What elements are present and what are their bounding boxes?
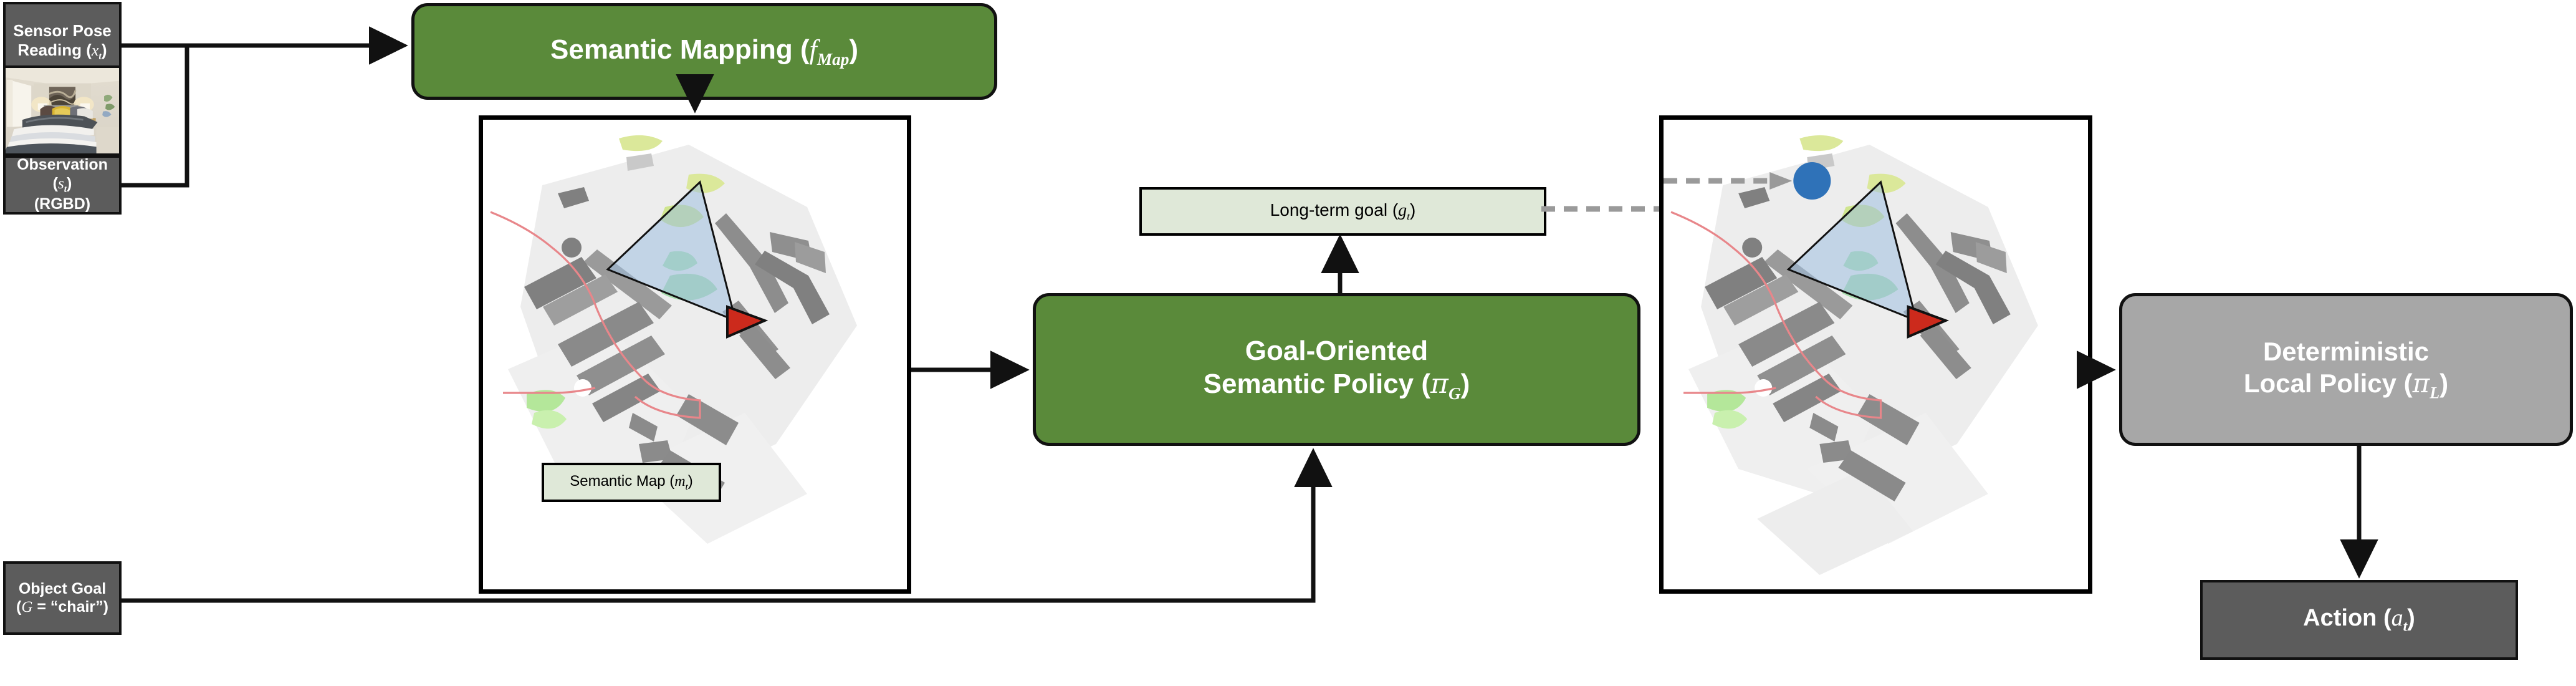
long-term-goal-marker (1664, 162, 1831, 200)
observation-symbol: s (57, 175, 64, 192)
semantic-mapping-symbol-sub: Map (816, 49, 850, 69)
goal-policy-line2-prefix: Semantic Policy ( (1203, 369, 1431, 400)
semantic-map-caption-prefix: Semantic Map ( (570, 472, 675, 490)
semantic-map-caption-suffix: ) (687, 472, 693, 490)
long-term-goal-node: Long-term goal (gt) (1139, 187, 1546, 236)
object-goal-node: Object Goal (G = “chair”) (3, 561, 122, 635)
semantic-mapping-label-suffix: ) (849, 34, 858, 65)
object-goal-line1: Object Goal (18, 579, 107, 597)
semantic-map-panel: Semantic Map (mt) (479, 115, 911, 594)
semantic-mapping-label-prefix: Semantic Mapping ( (550, 34, 810, 65)
goal-policy-symbol-sub: G (1448, 384, 1461, 403)
sensor-pose-line1: Sensor Pose (13, 21, 112, 41)
semantic-map-caption-symbol: m (674, 473, 686, 490)
object-goal-line2-prefix: ( (16, 598, 22, 616)
action-label-suffix: ) (2407, 604, 2415, 631)
long-term-goal-symbol-sub: t (1407, 210, 1410, 223)
semantic-map-caption: Semantic Map (mt) (542, 463, 721, 502)
semantic-map-goal-svg (1664, 135, 2038, 575)
action-label-prefix: Action ( (2303, 604, 2392, 631)
local-policy-symbol-sub: L (2430, 384, 2440, 402)
observation-image (3, 65, 122, 156)
goal-oriented-semantic-policy-node: Goal-Oriented Semantic Policy (πG) (1033, 293, 1640, 446)
sensor-pose-symbol: x (91, 41, 99, 59)
long-term-goal-prefix: Long-term goal ( (1270, 200, 1399, 220)
local-policy-line2-prefix: Local Policy ( (2243, 368, 2413, 398)
goal-policy-line1: Goal-Oriented (1245, 336, 1429, 367)
local-policy-line2-suffix: ) (2440, 368, 2449, 398)
local-policy-symbol: π (2412, 367, 2430, 399)
semantic-mapping-node: Semantic Mapping (fMap) (411, 3, 997, 100)
action-symbol: a (2391, 604, 2403, 631)
deterministic-local-policy-node: Deterministic Local Policy (πL) (2119, 293, 2573, 446)
sensor-pose-line2-suffix: ) (101, 40, 107, 59)
sensor-pose-symbol-sub: t (98, 51, 102, 62)
observation-symbol-sub: t (64, 183, 67, 195)
goal-policy-line2-suffix: ) (1460, 369, 1470, 400)
semantic-map-with-goal-panel (1659, 115, 2092, 594)
long-term-goal-suffix: ) (1409, 200, 1416, 220)
object-goal-symbol: G (21, 599, 33, 616)
semantic-mapping-symbol: f (809, 34, 817, 65)
edge-observation-to-mapping (122, 46, 189, 188)
observation-node: Observation (st) (RGBD) (3, 155, 122, 215)
sensor-pose-line2-prefix: Reading ( (17, 40, 92, 59)
action-node: Action (at) (2200, 580, 2518, 660)
object-goal-line2-mid: = “chair”) (32, 598, 108, 616)
action-symbol-sub: t (2403, 618, 2408, 635)
observation-line2: (RGBD) (34, 195, 91, 213)
local-policy-line1: Deterministic (2262, 337, 2430, 367)
observation-line1-prefix: Observation ( (17, 156, 108, 192)
long-term-goal-symbol: g (1398, 200, 1407, 220)
observation-line1-suffix: ) (67, 174, 72, 192)
goal-policy-symbol: π (1430, 368, 1448, 400)
semantic-map-svg (490, 135, 857, 544)
